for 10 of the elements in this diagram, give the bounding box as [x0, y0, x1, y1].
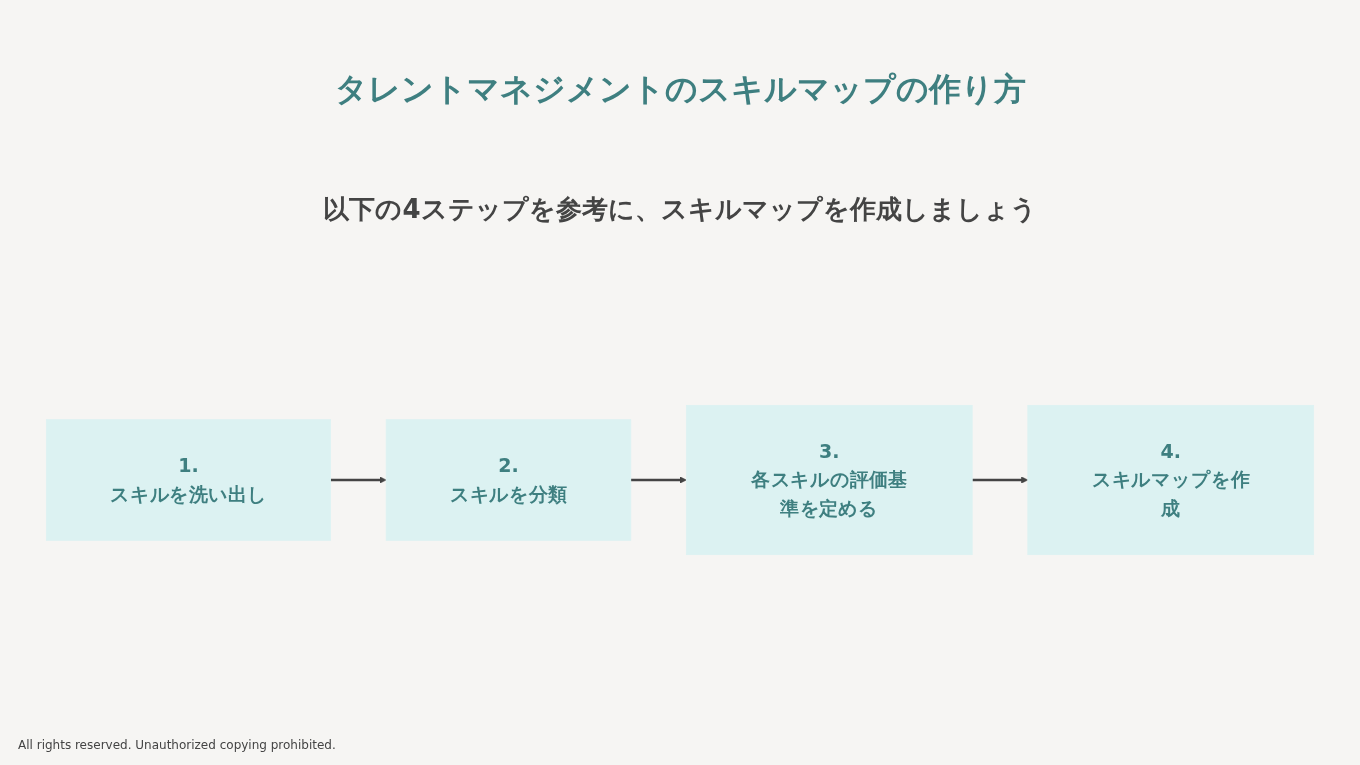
node-box: 4. スキルマップを作成: [1027, 404, 1315, 556]
arrow: [330, 476, 387, 484]
node-box: 3. 各スキルの評価基準を定める: [685, 404, 973, 556]
node-box: 1. スキルを洗い出し: [45, 419, 331, 541]
arrow: [972, 476, 1029, 484]
copyright-note: All rights reserved. Unauthorized copying prohibited.: [18, 738, 336, 752]
title: タレントマネジメントのスキルマップの作り方: [333, 69, 1027, 110]
node-box: 2. スキルを分類: [385, 419, 632, 541]
arrow: [630, 476, 687, 484]
subtitle: 以下の4ステップを参考に、スキルマップを作成しましょう: [322, 193, 1038, 226]
